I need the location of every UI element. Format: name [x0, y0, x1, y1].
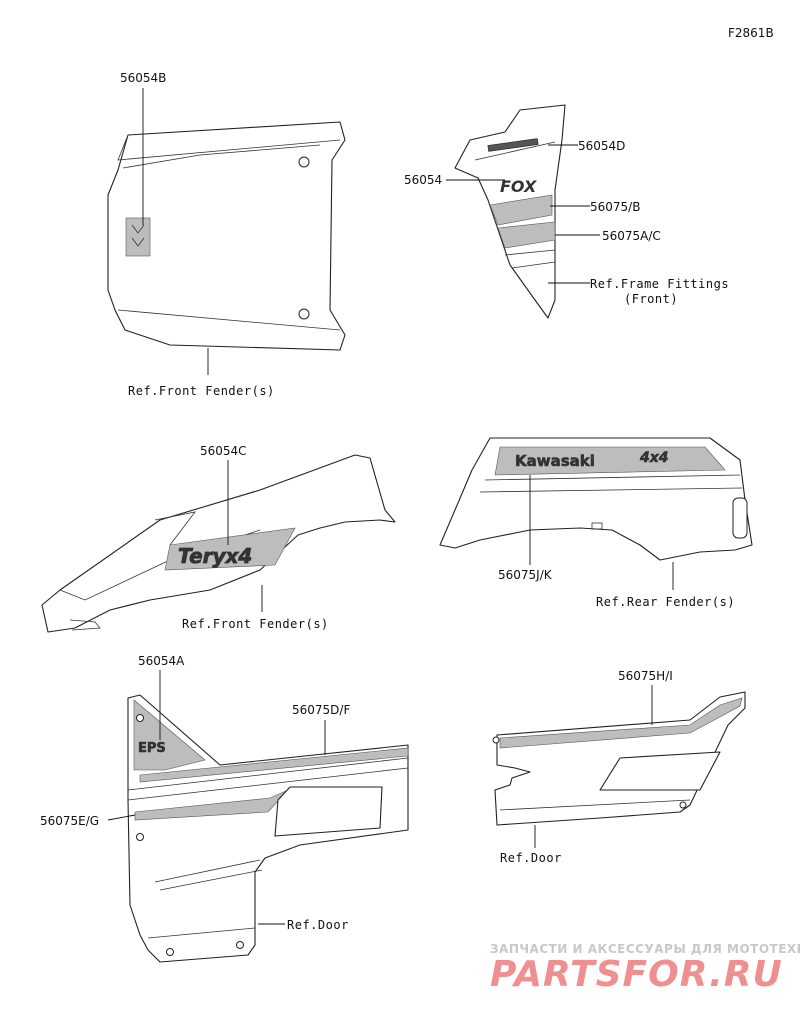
decal-teryx-text: Teryx4 — [178, 544, 252, 568]
decal-kawasaki-strip — [494, 446, 726, 476]
left-door-illustration: EPS — [127, 694, 409, 963]
figure-id: F2861B — [728, 26, 774, 40]
ref-rear-fender: Ref.Rear Fender(s) — [596, 595, 735, 609]
ref-front-fender-1: Ref.Front Fender(s) — [128, 384, 275, 398]
decal-56075HI — [499, 697, 743, 749]
decal-eps-text: EPS — [138, 741, 166, 756]
decal-4x4-text: 4x4 — [639, 450, 669, 466]
decal-56075DF — [139, 747, 409, 783]
label-56075JK: 56075J/K — [498, 568, 553, 582]
decal-kawasaki-text: Kawasaki — [515, 452, 595, 470]
label-56054D: 56054D — [578, 139, 625, 153]
watermark-tagline: ЗАПЧАСТИ И АКСЕССУАРЫ ДЛЯ МОТОТЕХНИКИ — [490, 942, 800, 956]
ref-door-left: Ref.Door — [287, 918, 349, 932]
decal-56075AC — [497, 221, 556, 249]
right-door-illustration — [492, 691, 746, 826]
label-56054: 56054 — [404, 173, 442, 187]
decal-fox: FOX — [500, 177, 537, 196]
label-56054C: 56054C — [200, 444, 247, 458]
ref-door-right: Ref.Door — [500, 851, 562, 865]
label-56075B: 56075/B — [590, 200, 640, 214]
label-56075DF: 56075D/F — [292, 703, 350, 717]
ref-frame-fittings-line2: (Front) — [624, 292, 678, 306]
label-56075AC: 56075A/C — [602, 229, 661, 243]
decal-56054B — [125, 217, 151, 257]
svg-text:FOX: FOX — [500, 177, 537, 196]
decal-56054D — [487, 138, 539, 152]
label-56075EG: 56075E/G — [40, 814, 99, 828]
ref-frame-fittings-line1: Ref.Frame Fittings — [590, 277, 729, 291]
ref-front-fender-2: Ref.Front Fender(s) — [182, 617, 329, 631]
label-56075HI: 56075H/I — [618, 669, 673, 683]
fork-cover-illustration: FOX — [454, 104, 566, 319]
decal-56075B — [489, 194, 553, 226]
hood-illustration — [107, 121, 346, 351]
watermark-brand: PARTSFOR.RU — [490, 954, 783, 995]
label-56054B: 56054B — [120, 71, 166, 85]
decal-56054A — [133, 699, 206, 771]
rear-fender-illustration: Kawasaki 4x4 — [439, 437, 753, 561]
front-fender-illustration: Teryx4 — [41, 454, 396, 633]
label-56054A: 56054A — [138, 654, 185, 668]
decal-56054C — [164, 527, 296, 571]
